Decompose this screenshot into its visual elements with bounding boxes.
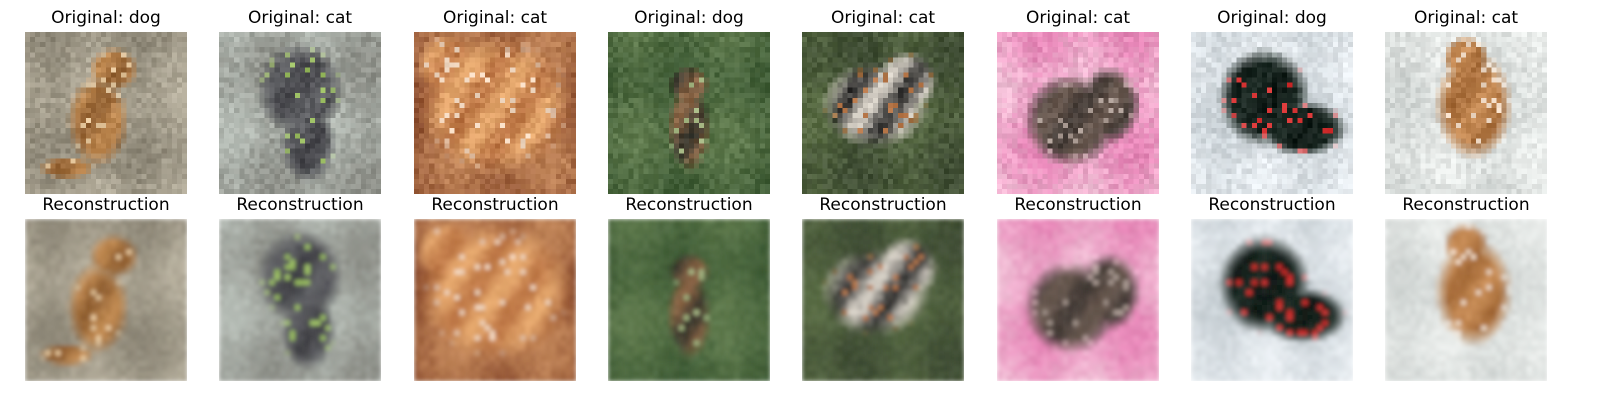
- reconstruction-image: [1385, 219, 1547, 381]
- reconstruction-title: Reconstruction: [42, 195, 170, 215]
- original-image: [25, 32, 187, 194]
- original-pixels: [608, 32, 770, 194]
- original-title: Original: dog: [634, 8, 744, 28]
- original-image: [414, 32, 576, 194]
- reconstruction-pixels: [414, 219, 576, 381]
- original-pixels: [25, 32, 187, 194]
- original-title: Original: cat: [247, 8, 353, 28]
- original-image: [1385, 32, 1547, 194]
- reconstruction-image: [608, 219, 770, 381]
- reconstruction-title: Reconstruction: [236, 195, 364, 215]
- reconstruction-pixels: [219, 219, 381, 381]
- original-pixels: [997, 32, 1159, 194]
- original-image: [1191, 32, 1353, 194]
- reconstruction-pixels: [25, 219, 187, 381]
- reconstruction-title: Reconstruction: [1014, 195, 1142, 215]
- reconstruction-title: Reconstruction: [625, 195, 753, 215]
- original-pixels: [219, 32, 381, 194]
- reconstruction-pixels: [997, 219, 1159, 381]
- original-title: Original: cat: [830, 8, 936, 28]
- original-pixels: [1191, 32, 1353, 194]
- reconstruction-image: [414, 219, 576, 381]
- original-image: [608, 32, 770, 194]
- reconstruction-title: Reconstruction: [431, 195, 559, 215]
- original-pixels: [802, 32, 964, 194]
- reconstruction-image: [219, 219, 381, 381]
- reconstruction-pixels: [1191, 219, 1353, 381]
- reconstruction-title: Reconstruction: [1402, 195, 1530, 215]
- original-title: Original: cat: [1413, 8, 1519, 28]
- original-image: [997, 32, 1159, 194]
- original-title: Original: dog: [1217, 8, 1327, 28]
- reconstruction-pixels: [1385, 219, 1547, 381]
- reconstruction-title: Reconstruction: [1208, 195, 1336, 215]
- original-image: [219, 32, 381, 194]
- original-image: [802, 32, 964, 194]
- original-title: Original: dog: [51, 8, 161, 28]
- original-pixels: [414, 32, 576, 194]
- reconstruction-pixels: [608, 219, 770, 381]
- reconstruction-image: [1191, 219, 1353, 381]
- reconstruction-pixels: [802, 219, 964, 381]
- original-title: Original: cat: [1025, 8, 1131, 28]
- reconstruction-image: [25, 219, 187, 381]
- original-pixels: [1385, 32, 1547, 194]
- reconstruction-title: Reconstruction: [819, 195, 947, 215]
- original-title: Original: cat: [442, 8, 548, 28]
- reconstruction-image: [997, 219, 1159, 381]
- reconstruction-image: [802, 219, 964, 381]
